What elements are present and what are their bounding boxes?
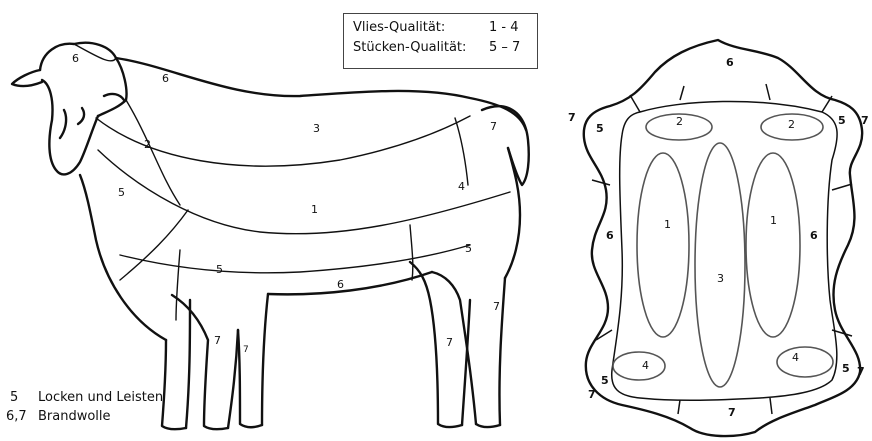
fleece-label: 7 (857, 365, 865, 378)
sheep-label: 6 (162, 72, 169, 85)
fleece-label: 7 (588, 388, 596, 401)
fleece-label: 6 (726, 56, 734, 69)
sheep-label: 6 (337, 278, 344, 291)
zone-oval (613, 352, 665, 380)
sheep-label: 4 (458, 180, 465, 193)
fleece-label: 2 (676, 115, 683, 128)
vlies-quality-label: Vlies-Qualität: (353, 20, 445, 35)
fleece-label: 4 (792, 351, 799, 364)
fleece-label: 5 (596, 122, 604, 135)
fleece-label: 6 (606, 229, 614, 242)
sheep-label: 1 (311, 203, 318, 216)
key-number: 5 (10, 390, 38, 405)
sheep-label: 7 (493, 300, 500, 313)
stuecken-quality-value: 5 – 7 (489, 40, 520, 55)
fleece-zones (613, 114, 833, 387)
sheep-region-numbers: 6 6 2 3 7 4 1 5 5 5 6 7 7 7 7 (72, 52, 500, 355)
fleece-outline (584, 40, 862, 436)
zone-oval (695, 143, 745, 387)
sheep-label: 2 (144, 138, 151, 151)
fleece-label: 5 (842, 362, 850, 375)
sheep-label: 7 (214, 334, 221, 347)
key-number: 6,7 (6, 409, 38, 424)
sheep-label: 7 (490, 120, 497, 133)
fleece-label: 5 (601, 374, 609, 387)
quality-legend: Vlies-Qualität: 1 - 4 Stücken-Qualität: … (343, 13, 538, 69)
vlies-quality-row: Vlies-Qualität: 1 - 4 (353, 20, 445, 35)
vlies-quality-value: 1 - 4 (489, 20, 519, 35)
sheep-label: 5 (216, 263, 223, 276)
fleece-label: 6 (810, 229, 818, 242)
fleece-label: 7 (728, 406, 736, 419)
fleece-label: 4 (642, 359, 649, 372)
zone-oval (637, 153, 689, 337)
fleece-label: 7 (568, 111, 576, 124)
fleece-inner-lines (592, 84, 852, 414)
sheep-label: 5 (118, 186, 125, 199)
fleece-label: 5 (838, 114, 846, 127)
fleece-label: 3 (717, 272, 724, 285)
stuecken-quality-row: Stücken-Qualität: 5 – 7 (353, 40, 466, 55)
sheep-label: 7 (243, 345, 249, 355)
sheep-outline (12, 43, 529, 430)
sheep-label: 3 (313, 122, 320, 135)
fleece-label: 2 (788, 118, 795, 131)
key-text: Locken und Leisten (38, 390, 163, 405)
fleece-label: 1 (770, 214, 777, 227)
sheep-label: 6 (72, 52, 79, 65)
stuecken-quality-label: Stücken-Qualität: (353, 40, 466, 55)
sheep-label: 5 (465, 242, 472, 255)
zone-oval (746, 153, 800, 337)
sheep-label: 7 (446, 336, 453, 349)
fleece-label: 1 (664, 218, 671, 231)
zone-oval (777, 347, 833, 377)
fleece-label: 7 (861, 114, 869, 127)
key-text: Brandwolle (38, 409, 111, 424)
